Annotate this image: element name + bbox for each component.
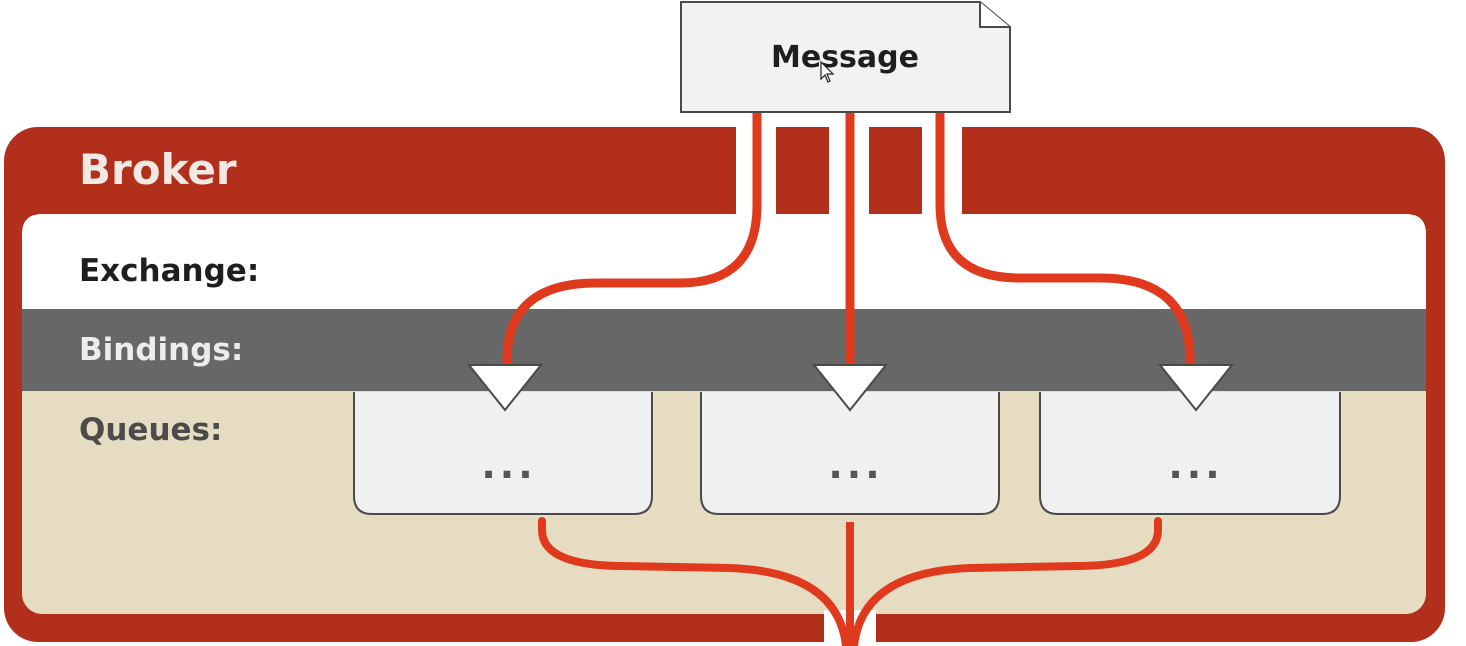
queue-box-3 — [1039, 392, 1341, 515]
output-line-left — [538, 517, 850, 646]
queue-3-label: ... — [1168, 443, 1223, 487]
queue-2-label: ... — [828, 443, 883, 487]
route-line-right — [935, 107, 1195, 377]
binding-arrow-icon — [811, 364, 889, 412]
exchange-row — [22, 214, 1426, 309]
route-line-left — [502, 107, 762, 377]
message-label: Message — [771, 40, 919, 75]
mouse-cursor-icon — [820, 60, 835, 83]
queue-box-2 — [700, 392, 1000, 515]
queue-1-label: ... — [481, 443, 536, 487]
queues-label: Queues: — [79, 412, 222, 448]
bindings-label: Bindings: — [79, 332, 243, 368]
output-line-right — [850, 517, 1162, 646]
binding-arrow-icon — [1157, 364, 1235, 412]
binding-arrow-icon — [466, 364, 544, 412]
exchange-label: Exchange: — [79, 253, 259, 289]
queue-box-1 — [353, 392, 653, 515]
broker-title: Broker — [79, 145, 237, 194]
message-box — [680, 1, 1011, 113]
